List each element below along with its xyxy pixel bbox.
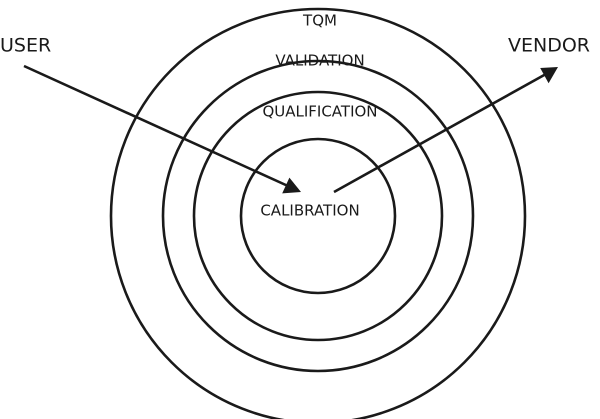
- user-arrow-shaft: [23, 64, 289, 188]
- user-arrow-head: [282, 177, 301, 194]
- calibration-ring: [239, 137, 397, 295]
- validation-ring: [161, 59, 475, 373]
- vendor-arrow: [333, 67, 558, 194]
- vendor-arrow-shaft: [333, 72, 547, 194]
- vendor-arrow-head: [540, 67, 558, 84]
- vendor-label: VENDOR: [508, 35, 590, 57]
- user-arrow: [23, 64, 301, 194]
- user-label: USER: [0, 35, 51, 57]
- tqm-label: TQM: [302, 12, 337, 30]
- calibration-label: CALIBRATION: [260, 202, 359, 220]
- tqm-ring: [109, 7, 527, 419]
- validation-label: VALIDATION: [275, 52, 364, 70]
- qualification-ring: [192, 90, 444, 342]
- qualification-label: QUALIFICATION: [262, 103, 377, 121]
